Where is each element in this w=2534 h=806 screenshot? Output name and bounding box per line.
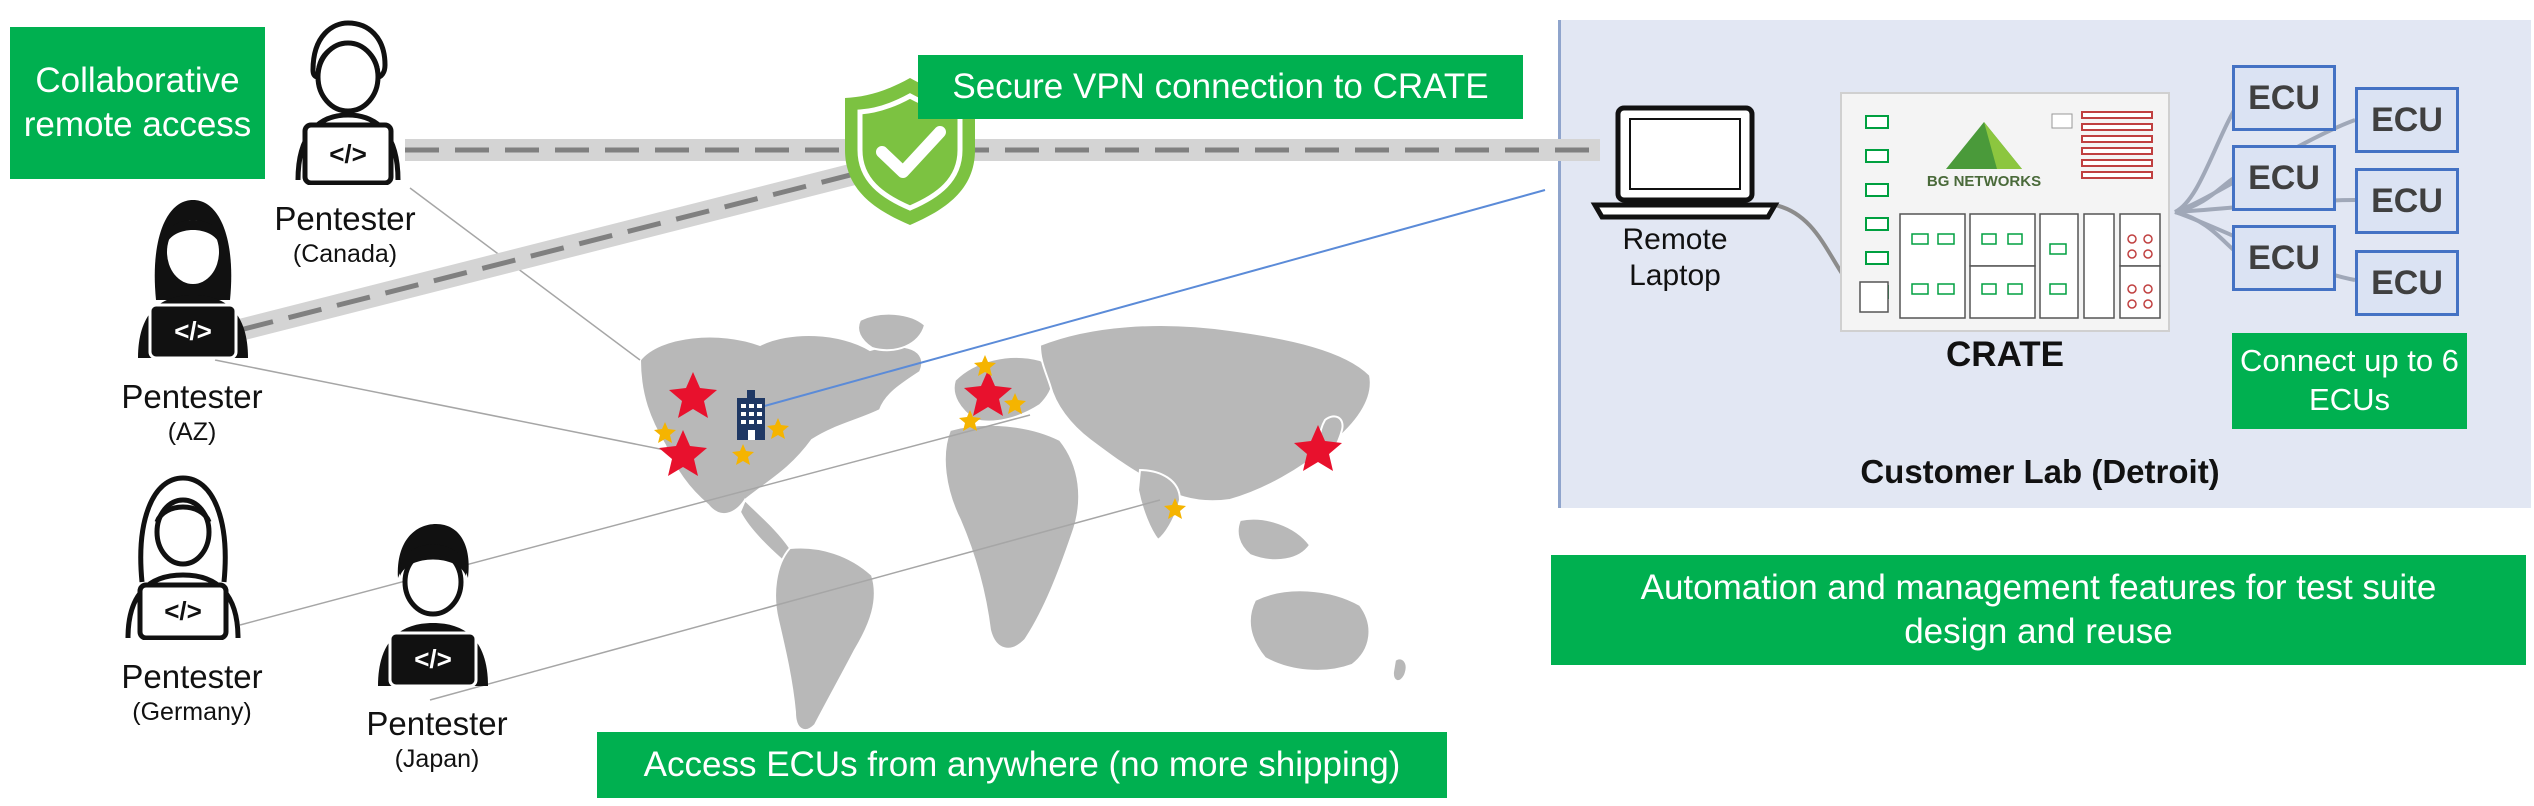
access-anywhere-callout: Access ECUs from anywhere (no more shipp… xyxy=(597,732,1447,798)
pentester-location-stars xyxy=(659,370,1342,476)
pentester-location: (Canada) xyxy=(292,240,398,268)
ecu-box: ECU xyxy=(2232,225,2336,291)
detroit-laptop-link xyxy=(749,189,1546,411)
vpn-callout: Secure VPN connection to CRATE xyxy=(918,55,1523,119)
svg-text:</>: </> xyxy=(414,644,452,674)
map-southeast-asia xyxy=(1236,517,1312,562)
map-greenland xyxy=(857,312,927,352)
svg-text:</>: </> xyxy=(164,596,202,626)
ecu-box: ECU xyxy=(2355,87,2459,153)
svg-text:</>: </> xyxy=(329,139,367,169)
pentester-location: (AZ) xyxy=(167,418,217,446)
map-new-zealand xyxy=(1391,657,1408,683)
laptop-icon xyxy=(1590,105,1780,220)
map-australia xyxy=(1248,589,1371,672)
ecu-label: ECU xyxy=(2371,181,2443,220)
customer-lab-label: Customer Lab (Detroit) xyxy=(1860,453,2220,490)
person-with-laptop-icon: </> xyxy=(378,524,488,688)
pentester-az-label: Pentester (AZ) xyxy=(97,378,287,447)
map-asia xyxy=(1038,324,1372,503)
ecu-label: ECU xyxy=(2371,263,2443,302)
star-canada xyxy=(669,372,717,418)
crate-device-panel: BG NETWORKS xyxy=(1859,111,2161,319)
crate-label: CRATE xyxy=(1946,335,2064,374)
collaborative-access-text: Collaborative remote access xyxy=(23,61,252,144)
vpn-tunnels xyxy=(237,139,1600,341)
person-with-laptop-icon: </> xyxy=(125,475,241,640)
pentester-name: Pentester xyxy=(366,705,508,742)
vpn-callout-text: Secure VPN connection to CRATE xyxy=(952,67,1489,107)
crate-device: BG NETWORKS xyxy=(1840,92,2170,332)
ecu-label: ECU xyxy=(2248,238,2320,277)
star-germany xyxy=(964,370,1012,416)
pentester-japan-label: Pentester (Japan) xyxy=(342,705,532,774)
collaborative-access-callout: Collaborative remote access xyxy=(10,27,265,179)
person-with-laptop-icon: </> xyxy=(295,20,401,185)
connect-ecus-callout: Connect up to 6 ECUs xyxy=(2232,333,2467,429)
map-india xyxy=(1136,468,1182,542)
access-anywhere-text: Access ECUs from anywhere (no more shipp… xyxy=(643,745,1401,785)
svg-text:</>: </> xyxy=(174,316,212,346)
ecu-box: ECU xyxy=(2355,168,2459,234)
pentester-location: (Germany) xyxy=(132,698,252,726)
ecu-box: ECU xyxy=(2232,145,2336,211)
star-az xyxy=(659,430,707,476)
map-south-america xyxy=(774,546,876,732)
pentester-canada-label: Pentester (Canada) xyxy=(250,200,440,269)
pentester-name: Pentester xyxy=(121,658,263,695)
pentester-links xyxy=(214,187,1161,701)
world-map xyxy=(638,312,1408,732)
automation-callout: Automation and management features for t… xyxy=(1551,555,2526,665)
small-gold-stars xyxy=(654,355,1186,519)
ecu-label: ECU xyxy=(2248,78,2320,117)
connect-ecus-text: Connect up to 6 ECUs xyxy=(2240,343,2459,417)
map-africa xyxy=(943,423,1081,650)
remote-laptop-label: Remote Laptop xyxy=(1622,223,1728,292)
pentester-germany-label: Pentester (Germany) xyxy=(97,658,287,727)
star-japan xyxy=(1294,425,1342,471)
automation-callout-text: Automation and management features for t… xyxy=(1640,568,2437,651)
ecu-label: ECU xyxy=(2248,158,2320,197)
pentester-location: (Japan) xyxy=(394,745,480,773)
crate-brand-text: BG NETWORKS xyxy=(1927,173,2041,190)
pentester-name: Pentester xyxy=(121,378,263,415)
person-with-laptop-icon: </> xyxy=(138,200,248,360)
ecu-box: ECU xyxy=(2232,65,2336,131)
map-north-america xyxy=(638,333,923,515)
office-building-icon xyxy=(737,390,765,440)
ecu-label: ECU xyxy=(2371,100,2443,139)
pentester-name: Pentester xyxy=(274,200,416,237)
ecu-box: ECU xyxy=(2355,250,2459,316)
